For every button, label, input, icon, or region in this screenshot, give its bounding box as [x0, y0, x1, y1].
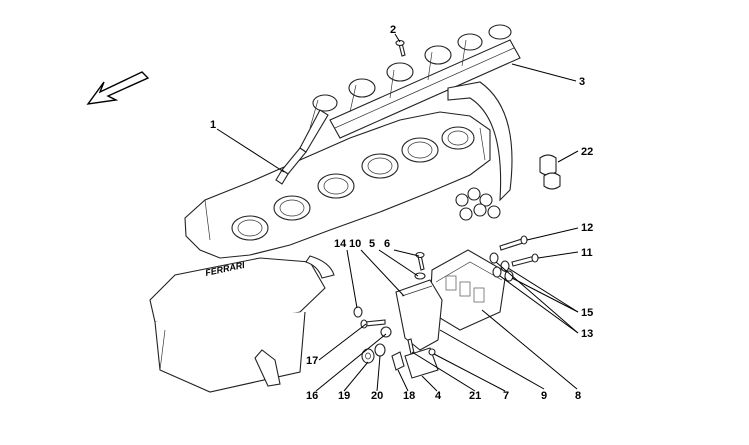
intake-ports	[231, 126, 475, 241]
callout-2: 2	[390, 24, 396, 36]
callout-5: 5	[369, 238, 375, 250]
callout-14: 14	[334, 238, 347, 250]
nut-16	[380, 326, 392, 338]
intake-manifold	[184, 111, 491, 259]
callout-9: 9	[541, 390, 547, 402]
callout-8: 8	[575, 390, 581, 402]
callout-15: 15	[581, 307, 593, 319]
air-filter-box: FERRARI	[149, 255, 335, 393]
callout-18: 18	[403, 390, 415, 402]
clip-bracket	[404, 347, 439, 379]
rubber-pad-19	[361, 348, 375, 364]
callout-10: 10	[349, 238, 361, 250]
callout-3: 3	[579, 76, 585, 88]
connector-cluster	[455, 187, 501, 221]
callout-16: 16	[306, 390, 318, 402]
screw-11	[511, 253, 539, 267]
ignition-coil-rail	[299, 24, 521, 153]
clip-18	[391, 351, 405, 371]
nut-7	[428, 348, 436, 356]
washers-13	[489, 252, 502, 278]
callout-13: 13	[581, 328, 593, 340]
callout-7: 7	[503, 390, 509, 402]
callout-19: 19	[338, 390, 350, 402]
module-bracket	[395, 279, 443, 351]
callout-20: 20	[371, 390, 383, 402]
callout-6: 6	[384, 238, 390, 250]
ignition-coils	[309, 24, 512, 129]
callout-17: 17	[306, 355, 318, 367]
fixing-screw	[395, 39, 406, 57]
washer-5	[414, 272, 426, 280]
bolt-17	[360, 319, 386, 329]
screw-12	[499, 235, 528, 251]
callout-22: 22	[581, 146, 593, 158]
bush-20	[374, 343, 386, 357]
callout-11: 11	[581, 247, 593, 259]
bolt-14	[353, 306, 363, 318]
grommet	[539, 154, 561, 190]
callout-1: 1	[210, 119, 216, 131]
leader-lines	[216, 33, 579, 392]
callout-12: 12	[581, 222, 593, 234]
callout-labels: 1 2 3 4 5 6 7 8 9 10 11 12 13 14 15 16 1…	[210, 24, 593, 402]
callout-21: 21	[469, 390, 481, 402]
callout-4: 4	[435, 390, 442, 402]
direction-arrow-icon	[86, 71, 150, 105]
harness-tube	[447, 81, 513, 202]
